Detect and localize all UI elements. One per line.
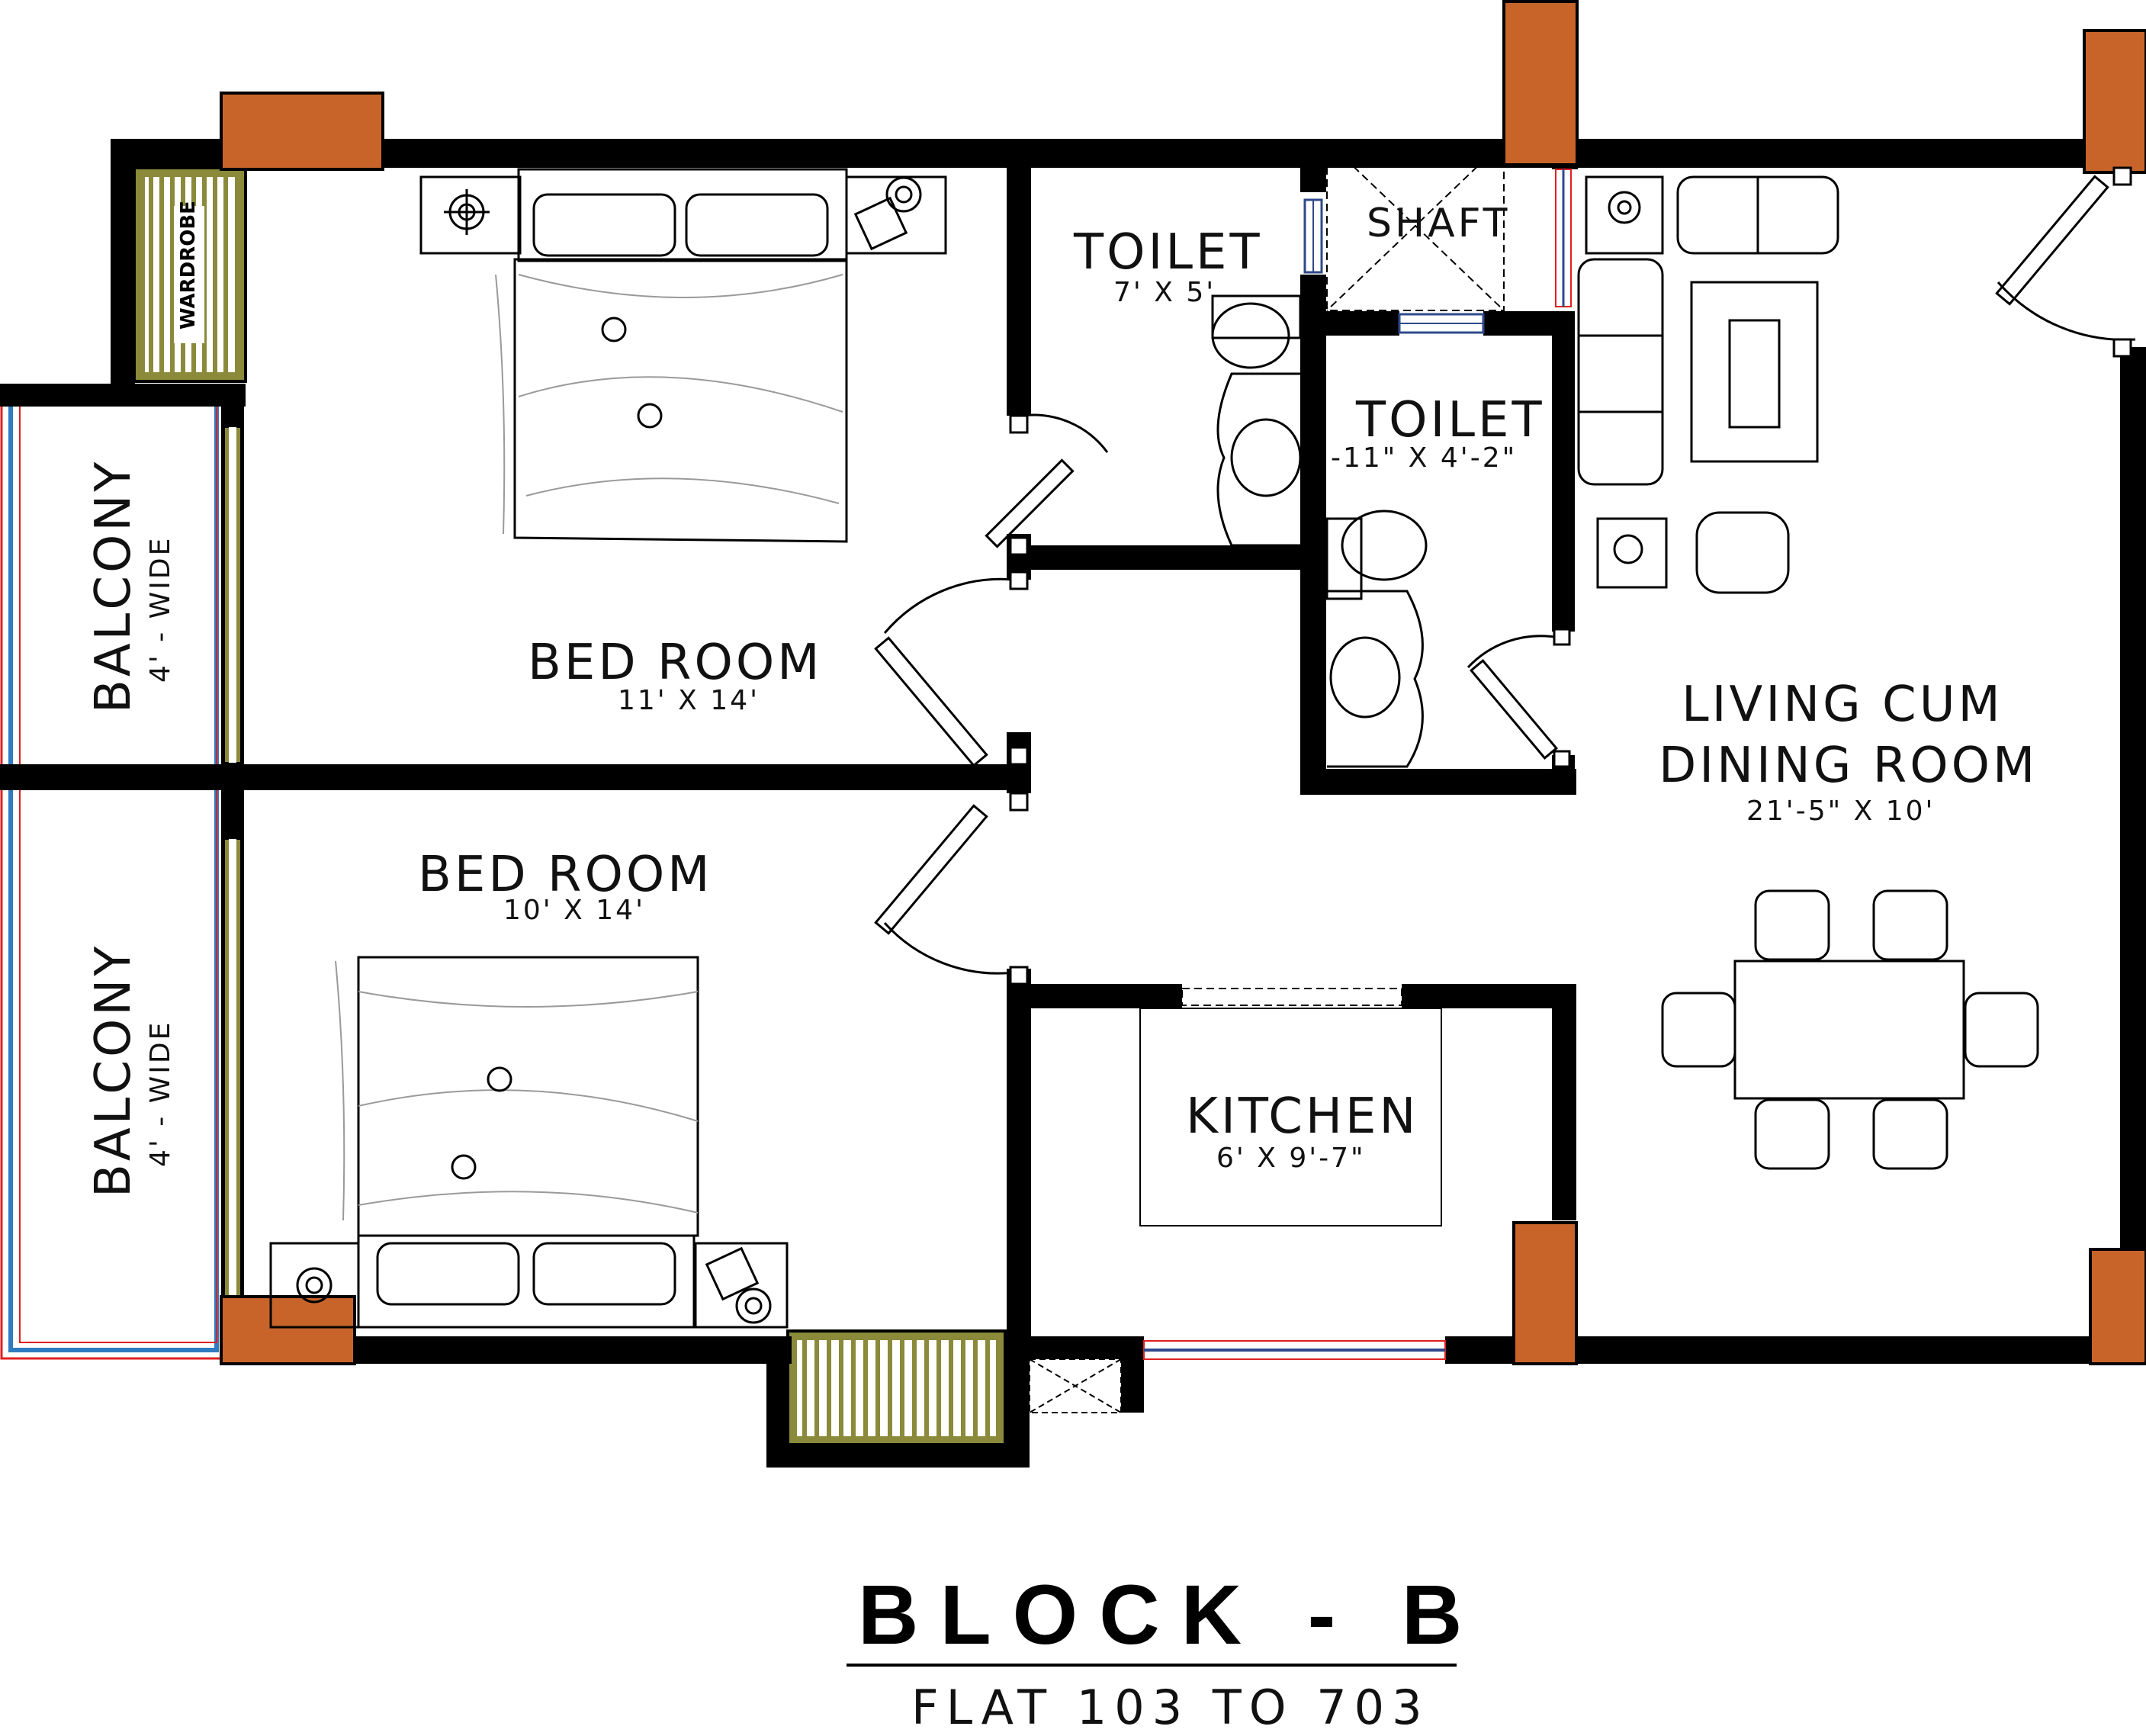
block-title: BLOCK - B: [858, 1568, 1483, 1662]
kitchen-dim: 6' X 9'-7": [1216, 1143, 1366, 1174]
toilet-top-dim: 7' X 5': [1113, 277, 1216, 308]
bedroom-bottom-label: BED ROOM: [418, 847, 712, 903]
wardrobe-bottom: [786, 1329, 1007, 1447]
wardrobe-top: WARDROBE: [133, 166, 247, 383]
shaft: [1029, 140, 1505, 1413]
living-dim: 21'-5" X 10': [1746, 796, 1935, 827]
bedroom-top-label: BED ROOM: [528, 635, 822, 691]
balcony-top-dim: 4' - WIDE: [145, 536, 176, 683]
dining-set: [1661, 889, 2039, 1170]
walls: [0, 139, 2146, 1468]
living-furniture: [1577, 175, 1839, 594]
balcony-top-label: BALCONY: [85, 459, 142, 713]
bedroom-top-dim: 11' X 14': [618, 685, 760, 716]
balcony-bottom-label: BALCONY: [85, 944, 142, 1198]
room-labels: BALCONY 4' - WIDE BALCONY 4' - WIDE BED …: [85, 201, 2038, 1198]
doors: [874, 166, 2136, 985]
bed-bottom: [269, 956, 789, 1329]
footer: BLOCK - B FLAT 103 TO 703: [847, 1568, 1483, 1735]
kitchen-label: KITCHEN: [1186, 1088, 1418, 1145]
shaft-label: SHAFT: [1367, 201, 1510, 246]
kitchen-counter: [1139, 1008, 1442, 1226]
toilet-small-label: TOILET: [1355, 392, 1545, 448]
living-label-1: LIVING CUM: [1682, 677, 2003, 733]
living-label-2: DINING ROOM: [1659, 738, 2038, 794]
toilet-top-label: TOILET: [1073, 224, 1263, 281]
columns: [220, 0, 2146, 1365]
bed-top: [419, 168, 947, 543]
flat-subtitle: FLAT 103 TO 703: [911, 1680, 1430, 1735]
toilet-small-dim: -11" X 4'-2": [1331, 442, 1517, 474]
toilet-fixtures: [1211, 294, 1428, 768]
wardrobe-label: WARDROBE: [177, 201, 200, 330]
windows: [223, 169, 1572, 1360]
balcony-bottom-dim: 4' - WIDE: [145, 1021, 176, 1167]
bedroom-bottom-dim: 10' X 14': [503, 895, 645, 926]
